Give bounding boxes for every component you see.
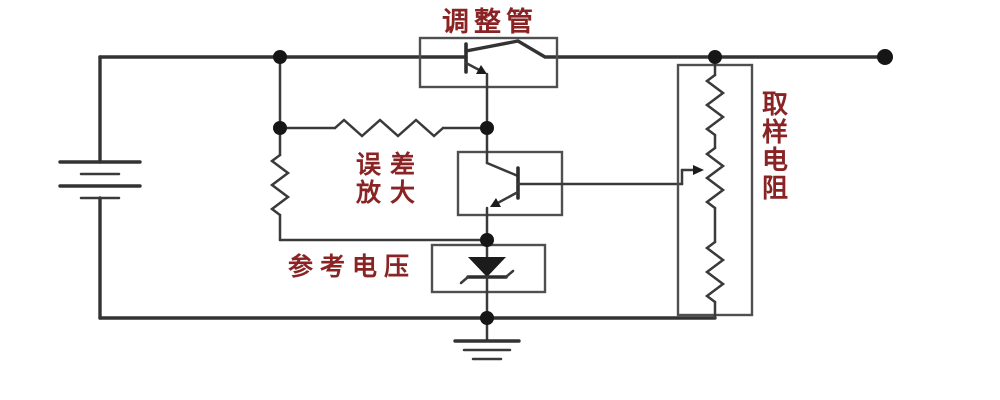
ground-icon — [453, 339, 521, 361]
label-sampling-resistor: 取 样 电 阻 — [762, 90, 788, 204]
label-sampling-char-1: 取 — [762, 90, 788, 120]
junction-dot — [273, 50, 287, 64]
pass-transistor-box — [418, 36, 559, 89]
junction-dots — [273, 49, 893, 325]
label-sampling-char-3: 电 — [762, 146, 788, 176]
battery-icon — [58, 160, 142, 200]
pass-transistor-icon — [464, 42, 489, 130]
feedback-branch-wires — [278, 55, 489, 242]
error-amplifier-transistor-icon — [485, 126, 520, 242]
emitter-arrow-icon — [490, 198, 501, 207]
terminal-dot — [877, 49, 893, 65]
junction-dot — [480, 311, 494, 325]
junction-dot — [480, 233, 494, 247]
potentiometer-wiper-icon — [693, 165, 704, 175]
junction-dot — [273, 121, 287, 135]
pass-transistor-outline — [418, 36, 559, 89]
label-sampling-char-2: 样 — [762, 117, 788, 148]
sampling-resistor-divider-icon — [704, 55, 726, 320]
label-error-amp-line2: 放大 — [355, 178, 424, 207]
label-sampling-char-4: 阻 — [762, 174, 788, 204]
top-rail-wire — [98, 39, 887, 59]
shunt-resistor-icon — [269, 153, 291, 217]
series-resistor-icon — [333, 118, 445, 138]
label-pass-transistor: 调整管 — [442, 7, 538, 38]
wiper-feedback-wire — [516, 165, 704, 186]
junction-dot — [480, 121, 494, 135]
label-error-amp-line1: 误差 — [356, 150, 424, 179]
zener-diode-icon — [459, 238, 515, 320]
junction-dot — [708, 50, 722, 64]
emitter-arrow-icon — [476, 65, 487, 74]
label-reference-voltage: 参考电压 — [288, 252, 416, 281]
